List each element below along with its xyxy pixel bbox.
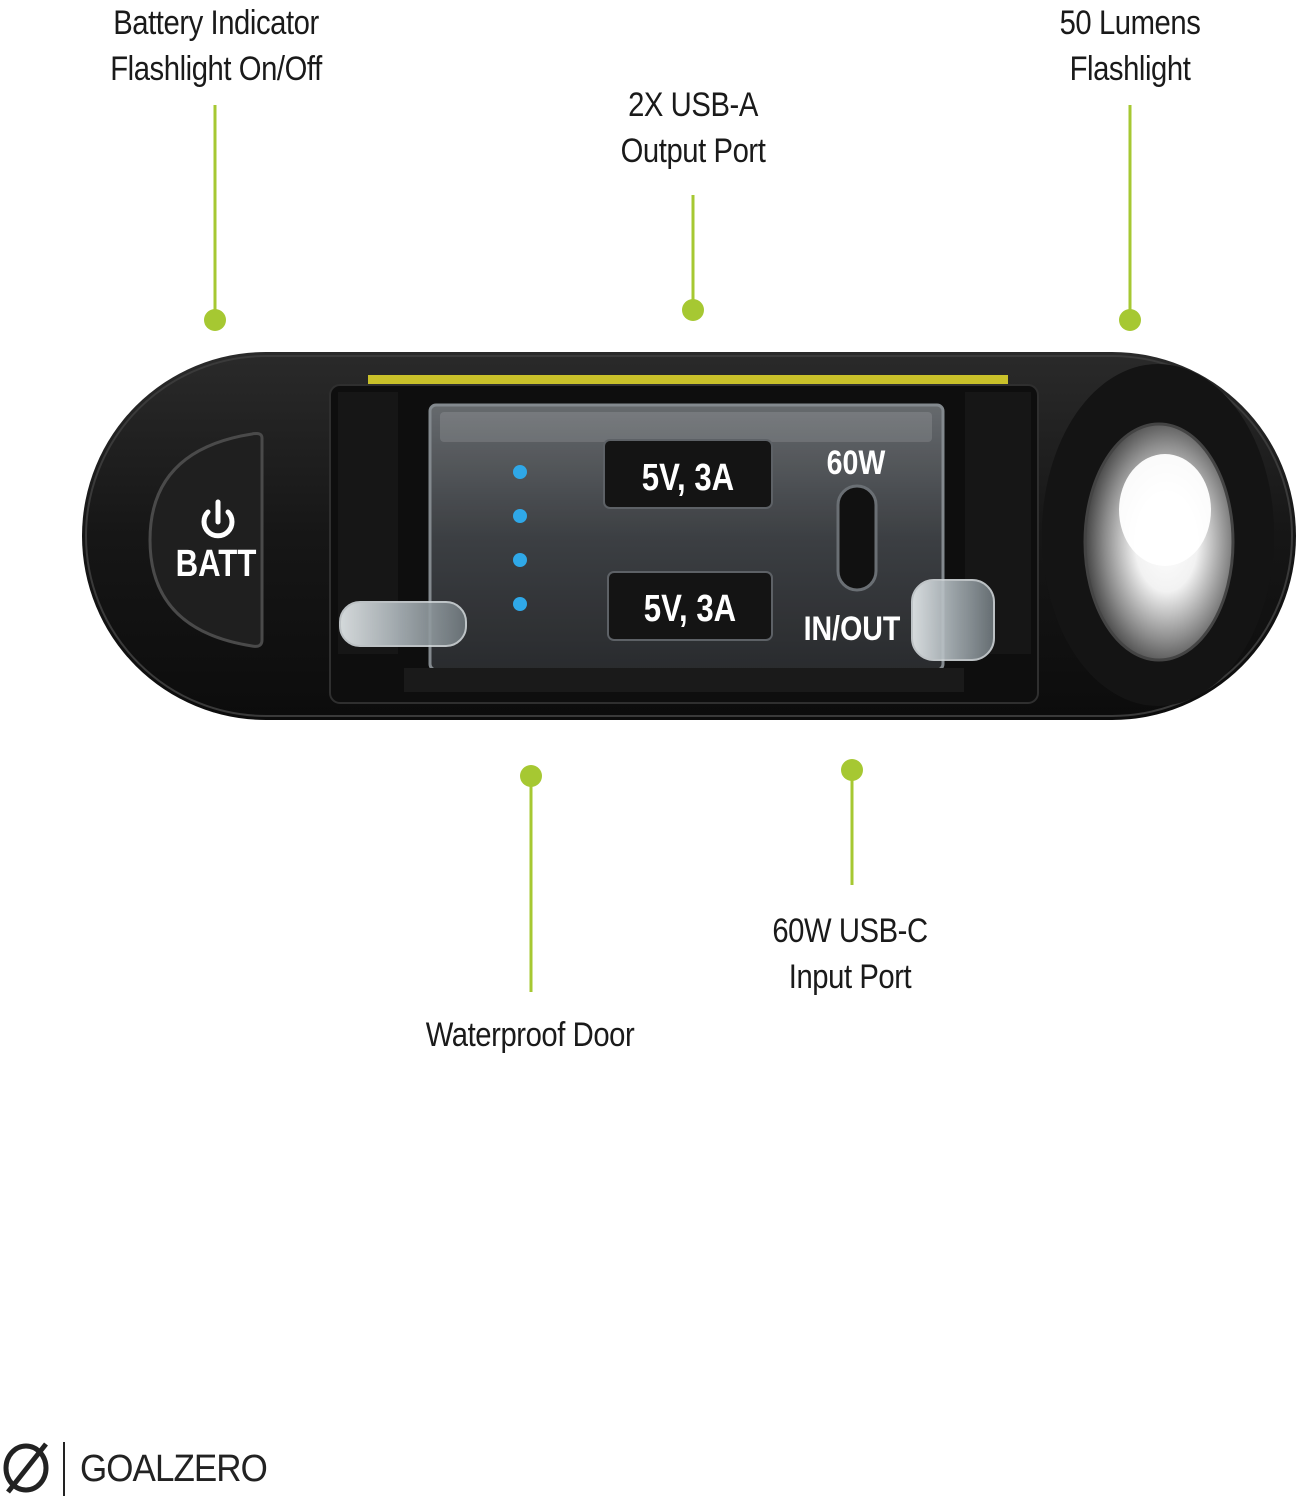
callout-usb-c-input: 60W USB-C Input Port [760, 908, 941, 1000]
batt-label: BATT [176, 543, 257, 585]
brand-name: GOALZERO [80, 1448, 268, 1490]
callout-usb-c-line1: 60W USB-C [772, 912, 928, 950]
door-tab-left[interactable] [339, 601, 467, 647]
door-tab-right[interactable] [911, 579, 995, 661]
callout-waterproof-line1: Waterproof Door [425, 1016, 635, 1054]
callout-50-lumens: 50 Lumens Flashlight [1027, 0, 1233, 92]
power-bank-body: BATT 5V, 3A 5V, 3A 60W IN/OUT [82, 352, 1296, 720]
usb-a-port-top[interactable] [603, 439, 773, 509]
usb-a-port-bottom-label: 5V, 3A [644, 588, 736, 630]
battery-led-2 [513, 509, 527, 523]
power-bank-diagram: BATT 5V, 3A 5V, 3A 60W IN/OUT [82, 105, 1296, 992]
usb-a-port-bottom[interactable] [607, 571, 773, 641]
callout-usb-a-line2: Output Port [620, 132, 766, 170]
callout-usb-a-line1: 2X USB-A [628, 86, 758, 124]
callout-battery-indicator: Battery Indicator Flashlight On/Off [96, 0, 337, 92]
battery-leds [513, 465, 527, 611]
battery-led-4 [513, 597, 527, 611]
power-icon [201, 499, 235, 539]
usbc-wattage-label: 60W [827, 444, 886, 482]
goal-zero-mark-icon [3, 1442, 65, 1496]
leader-lumens-dot [1119, 309, 1141, 331]
callout-waterproof-door: Waterproof Door [410, 1012, 651, 1058]
leader-waterproof-dot [520, 765, 542, 787]
usb-a-port-top-label: 5V, 3A [642, 457, 734, 499]
usbc-mode-label: IN/OUT [804, 610, 901, 648]
callout-battery-line2: Flashlight On/Off [110, 50, 322, 88]
accent-stripe [368, 375, 1008, 384]
callout-leaders [204, 105, 1141, 992]
battery-led-3 [513, 553, 527, 567]
door-gloss [440, 412, 932, 442]
callout-lumens-line2: Flashlight [1069, 50, 1191, 88]
flashlight-hotspot [1119, 454, 1211, 566]
callout-lumens-line1: 50 Lumens [1059, 4, 1201, 42]
callout-battery-line1: Battery Indicator [113, 4, 319, 42]
brand-logo: GOALZERO [0, 1440, 320, 1496]
body-rim [85, 355, 1293, 717]
usb-c-port[interactable] [836, 484, 878, 592]
leader-battery-dot [204, 309, 226, 331]
leader-usb-a-dot [682, 299, 704, 321]
batt-button[interactable] [148, 432, 264, 648]
bottom-ledge [404, 668, 964, 692]
leader-usb-c-dot [841, 759, 863, 781]
battery-led-1 [513, 465, 527, 479]
callout-usb-a-output: 2X USB-A Output Port [598, 82, 787, 174]
callout-usb-c-line2: Input Port [788, 958, 912, 996]
